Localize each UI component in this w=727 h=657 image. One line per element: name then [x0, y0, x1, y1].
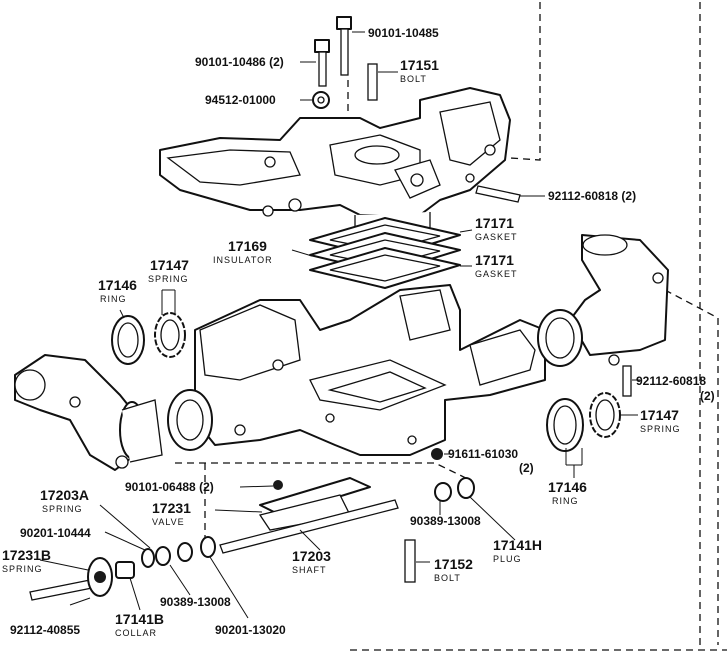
label-nut-qty: (2): [519, 461, 534, 475]
label-nut: 91611-61030: [448, 447, 518, 461]
label-gasket-upper-name: GASKET: [475, 232, 518, 242]
valve-plate: [258, 477, 371, 531]
bolt-short: [314, 39, 330, 87]
label-spring-valve-name: SPRING: [42, 504, 83, 514]
label-stud-top-num: 17151: [400, 57, 439, 73]
collar: [115, 561, 135, 579]
reference-dashed-lines: [175, 2, 727, 651]
label-gasket-lower-name: GASKET: [475, 269, 518, 279]
label-spring-left-name: SPRING: [148, 274, 189, 284]
left-elbow-pipe: [14, 354, 163, 471]
spring-left: [154, 312, 186, 358]
label-spring-valve-num: 17203A: [40, 487, 89, 503]
label-plug-name: PLUG: [493, 554, 522, 564]
label-washer-b: 90201-13020: [215, 623, 286, 637]
label-shaft-name: SHAFT: [292, 565, 327, 575]
bolt-long: [336, 16, 352, 76]
ring-left: [111, 315, 145, 365]
label-insulator-name: INSULATOR: [213, 255, 273, 265]
label-spring-left-num: 17147: [150, 257, 189, 273]
washer: [312, 91, 330, 109]
label-shaft-num: 17203: [292, 548, 331, 564]
label-bushing-left: 90389-13008: [160, 595, 231, 609]
label-ring-right-num: 17146: [548, 479, 587, 495]
label-bolt-bottom-name: BOLT: [434, 573, 461, 583]
label-ring-left-name: RING: [100, 294, 127, 304]
label-spring-right-name: SPRING: [640, 424, 681, 434]
label-stud-right: 92112-60818: [636, 374, 706, 388]
label-spring-right-num: 17147: [640, 407, 679, 423]
upper-intake-manifold: [159, 87, 511, 236]
bushing-left-2: [177, 542, 193, 562]
bushing-right: [434, 482, 452, 502]
part-labels: 90101-10485 90101-10486 (2) 94512-01000 …: [2, 26, 715, 638]
label-collar-name: COLLAR: [115, 628, 157, 638]
label-gasket-lower-num: 17171: [475, 252, 514, 268]
right-elbow-pipe: [537, 234, 669, 367]
gasket-lower: [309, 247, 461, 289]
bushing-left: [155, 546, 171, 566]
label-bolt-short: 90101-10486 (2): [195, 55, 284, 69]
spring-right: [589, 392, 621, 438]
stud-side: [475, 185, 521, 203]
label-gasket-upper-num: 17171: [475, 215, 514, 231]
label-bolt-bottom-num: 17152: [434, 556, 473, 572]
shaft: [219, 499, 399, 554]
bolt-bottom: [404, 539, 416, 583]
label-screw-valve: 90101-06488 (2): [125, 480, 214, 494]
washer-b: [200, 536, 216, 558]
stud-right: [622, 365, 632, 397]
plug: [457, 477, 475, 499]
label-valve-num: 17231: [152, 500, 191, 516]
label-collar-num: 17141B: [115, 611, 164, 627]
label-bushing-right: 90389-13008: [410, 514, 481, 528]
label-spring-b-num: 17231B: [2, 547, 51, 563]
label-stud-top-name: BOLT: [400, 74, 427, 84]
label-spring-b-name: SPRING: [2, 564, 43, 574]
spring-b: [87, 557, 113, 597]
ring-right: [546, 398, 584, 452]
label-washer-a: 90201-10444: [20, 526, 91, 540]
label-stud-right-qty: (2): [700, 389, 715, 403]
label-stud-bottom: 92112-40855: [10, 623, 80, 637]
label-washer: 94512-01000: [205, 93, 276, 107]
nut: [431, 448, 443, 460]
label-ring-left-num: 17146: [98, 277, 137, 293]
label-ring-right-name: RING: [552, 496, 579, 506]
label-bolt-long: 90101-10485: [368, 26, 439, 40]
label-insulator-num: 17169: [228, 238, 267, 254]
label-stud-side: 92112-60818 (2): [548, 189, 636, 203]
label-valve-name: VALVE: [152, 517, 185, 527]
washer-a: [141, 548, 155, 568]
valve-screw: [273, 480, 283, 490]
label-plug-num: 17141H: [493, 537, 542, 553]
leader-lines: [39, 31, 640, 619]
stud-top: [367, 63, 378, 101]
lower-manifold: [167, 284, 546, 456]
